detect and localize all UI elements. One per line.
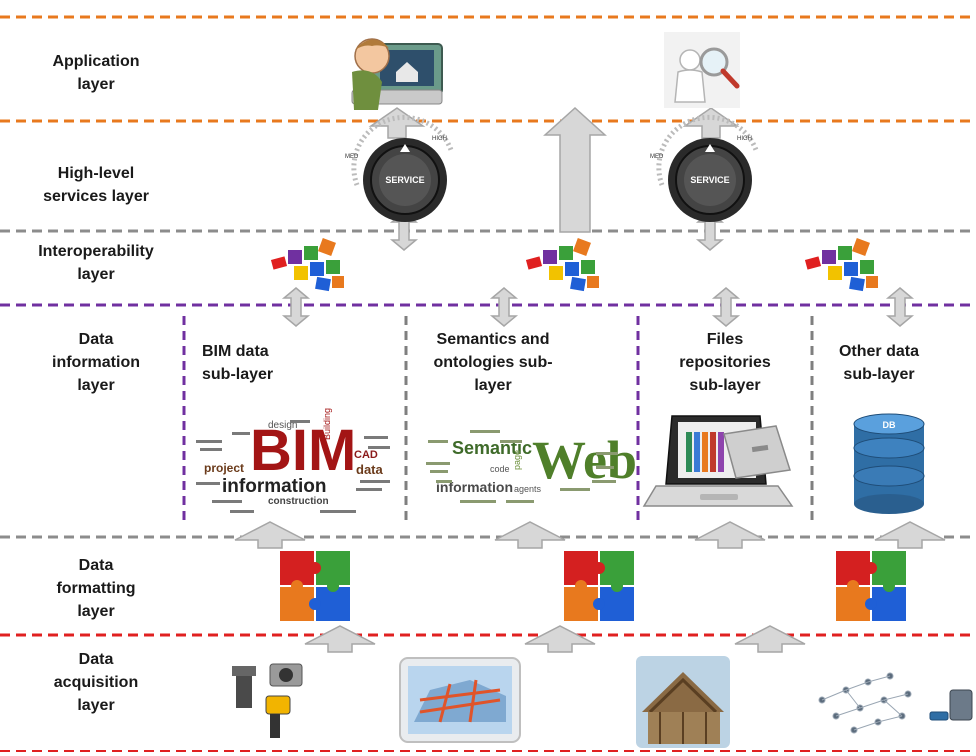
arrow-double-io-2	[489, 287, 519, 327]
arrow-up-acq-1	[304, 625, 376, 653]
arrow-up-fmt-2	[494, 521, 566, 549]
arrow-up-fmt-4	[874, 521, 946, 549]
other-sub-layer-label: Other data sub-layer	[814, 340, 944, 386]
bim-cloud-word-design: design	[268, 420, 297, 431]
database-label: DB	[883, 420, 896, 430]
bim-cloud-word-information: information	[222, 476, 327, 497]
data-formatting-layer-line-1: Data	[78, 557, 114, 574]
format-puzzle-1	[280, 551, 350, 621]
knob-right-high-text: HIGH	[737, 136, 752, 142]
high-level-layer-line-1: High-level	[57, 165, 135, 182]
application-layer-line-1: Application	[52, 53, 140, 70]
arrow-up-fmt-3	[694, 521, 766, 549]
arrow-up-large	[543, 106, 607, 233]
data-information-layer-line-2: information	[52, 354, 140, 371]
data-acquisition-layer-line-3: layer	[77, 697, 115, 714]
interoperability-layer-label: Interoperability layer	[0, 240, 192, 286]
arrow-up-acq-3	[734, 625, 806, 653]
puzzle-cluster-1	[270, 238, 344, 292]
semantic-web-word-cloud: Web Semantic information agents page cod…	[426, 430, 637, 503]
semantics-sub-layer-line-1: Semantics and	[436, 331, 550, 348]
web-cloud-big-word: Web	[532, 430, 637, 490]
puzzle-cluster-3	[804, 238, 878, 292]
interoperability-layer-line-1: Interoperability	[38, 243, 154, 260]
bim-sub-layer-label: BIM data sub-layer	[186, 340, 312, 386]
web-cloud-word-information: information	[436, 479, 513, 495]
data-acquisition-layer-line-2: acquisition	[53, 674, 139, 691]
high-level-layer-line-2: services layer	[43, 188, 149, 205]
data-formatting-layer-label: Data formatting layer	[0, 554, 192, 623]
application-layer-line-2: layer	[77, 76, 115, 93]
data-formatting-layer-line-2: formatting	[56, 580, 136, 597]
bim-cloud-word-data: data	[356, 462, 384, 477]
files-sub-layer-line-1: Files	[706, 331, 744, 348]
puzzle-cluster-2	[525, 238, 599, 292]
magnifier-person-image	[664, 32, 740, 108]
database-icon	[853, 413, 925, 514]
arrow-up-fmt-1	[234, 521, 306, 549]
other-sub-layer-line-2: sub-layer	[843, 366, 915, 383]
data-acquisition-layer-label: Data acquisition layer	[0, 648, 192, 717]
bim-sub-layer-line-1: BIM data	[202, 343, 269, 360]
scanner-cameras-image	[232, 663, 303, 738]
knob-right-med-text: MED	[650, 154, 664, 160]
bim-cloud-word-cad: CAD	[354, 449, 378, 461]
data-information-layer-label: Data information layer	[0, 328, 192, 397]
format-puzzle-2	[564, 551, 634, 621]
format-puzzle-3	[836, 551, 906, 621]
high-level-services-layer-label: High-level services layer	[0, 162, 192, 208]
bim-cloud-word-construction: construction	[268, 496, 329, 507]
application-layer-label: Application layer	[0, 50, 192, 96]
arrow-up-app-left	[368, 107, 426, 139]
service-knob-left	[351, 114, 454, 222]
knob-left-high-text: HIGH	[432, 136, 447, 142]
files-sub-layer-label: Files repositories sub-layer	[640, 328, 810, 397]
child-computer-image	[351, 38, 443, 110]
house-structure-image	[636, 656, 730, 748]
knob-right-service-text: SERVICE	[690, 175, 729, 185]
laptop-files-image	[642, 415, 794, 507]
data-information-layer-line-3: layer	[77, 377, 115, 394]
bim-word-cloud: BIM information project data constructio…	[196, 408, 390, 513]
web-cloud-word-agents: agents	[514, 484, 542, 494]
bim-cloud-word-project: project	[204, 461, 244, 475]
arrow-up-acq-2	[524, 625, 596, 653]
arrow-double-io-4	[885, 287, 915, 327]
data-information-layer-line-1: Data	[78, 331, 114, 348]
building-model-image	[399, 657, 521, 743]
semantics-sub-layer-label: Semantics and ontologies sub- layer	[408, 328, 578, 397]
files-sub-layer-line-3: sub-layer	[689, 377, 761, 394]
knob-left-med-text: MED	[345, 154, 359, 160]
bim-cloud-big-word: BIM	[250, 418, 356, 483]
bim-cloud-word-building: Building	[322, 408, 332, 440]
arrow-double-io-1	[281, 287, 311, 327]
service-knob-right	[656, 114, 759, 222]
arrow-up-app-right	[682, 107, 740, 139]
other-sub-layer-line-1: Other data	[838, 343, 919, 360]
web-cloud-word-code: code	[490, 464, 510, 474]
semantics-sub-layer-line-3: layer	[474, 377, 512, 394]
data-acquisition-layer-line-1: Data	[78, 651, 114, 668]
bim-sub-layer-line-2: sub-layer	[202, 366, 274, 383]
sensor-network-image	[818, 672, 973, 734]
interoperability-layer-line-2: layer	[77, 266, 115, 283]
data-formatting-layer-line-3: layer	[77, 603, 115, 620]
files-sub-layer-line-2: repositories	[679, 354, 771, 371]
knob-left-service-text: SERVICE	[385, 175, 424, 185]
arrow-double-io-3	[711, 287, 741, 327]
semantics-sub-layer-line-2: ontologies sub-	[433, 354, 553, 371]
web-cloud-word-page: page	[512, 450, 522, 470]
